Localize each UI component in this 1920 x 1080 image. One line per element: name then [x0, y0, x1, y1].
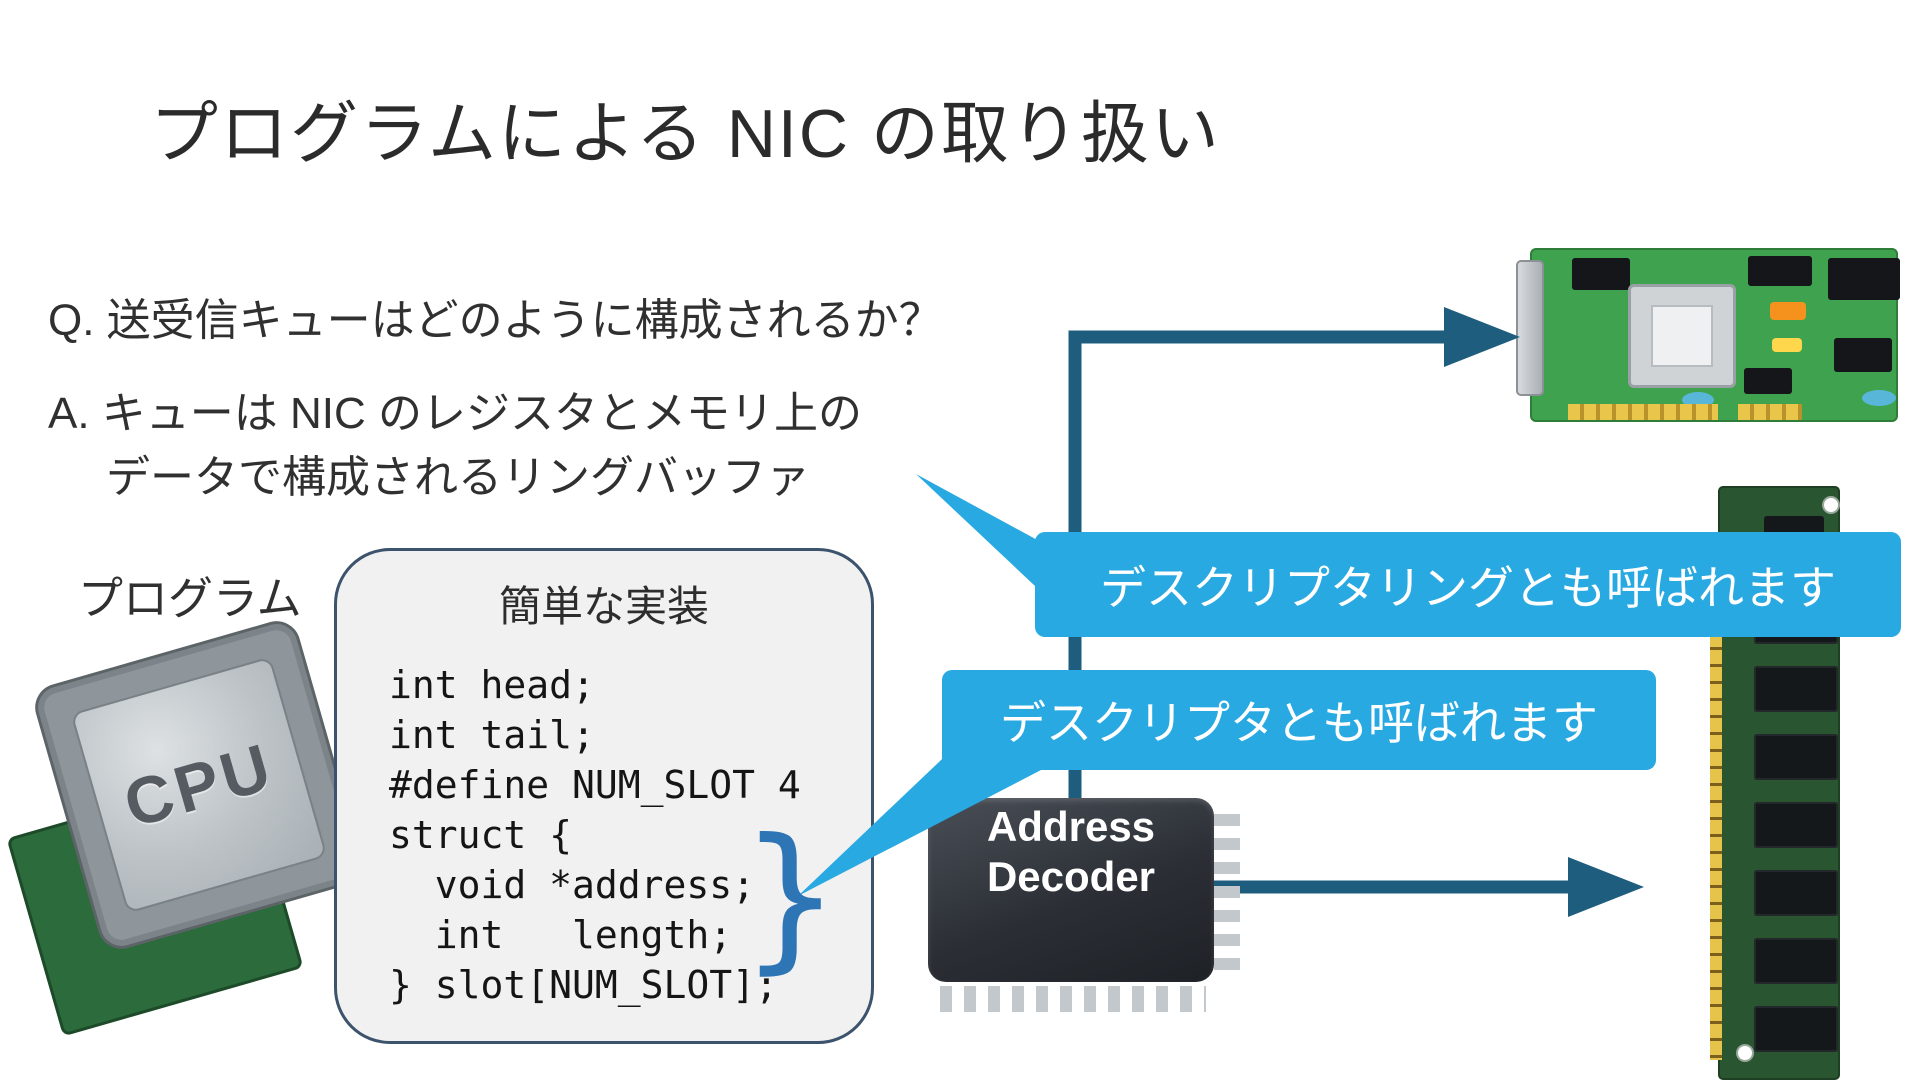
nic-ic-chip: [1744, 368, 1792, 394]
nic-edge-connector: [1738, 404, 1802, 420]
code-line: int head;: [389, 663, 595, 707]
chip-pins-icon: [940, 986, 1206, 1012]
bubble-title: 簡単な実装: [498, 583, 709, 630]
answer-line-1: A. キューは NIC のレジスタとメモリ上の: [48, 389, 863, 438]
callout-descriptor-tail-icon: [798, 742, 1095, 896]
nic-controller-chip: [1628, 284, 1736, 388]
code-line: int length;: [389, 913, 733, 957]
code-line: void *address;: [389, 863, 756, 907]
nic-pcb-board: [1530, 248, 1900, 422]
nic-bracket: [1516, 260, 1544, 396]
address-decoder-chip: Address Decoder: [928, 798, 1240, 1012]
slot-brace-icon: }: [740, 805, 841, 989]
nic-card-illustration: [1516, 248, 1900, 436]
nic-arrow-line: [1068, 330, 1446, 812]
ram-mount-hole: [1822, 496, 1840, 514]
code-bubble: 簡単な実装 int head; int tail; #define NUM_SL…: [334, 548, 874, 1044]
ram-chip: [1754, 734, 1838, 780]
nic-ic-chip: [1834, 338, 1892, 372]
nic-capacitor: [1772, 338, 1802, 352]
ram-chip: [1754, 1006, 1838, 1052]
address-decoder-label: Address Decoder: [928, 802, 1214, 902]
code-line: #define NUM_SLOT 4: [389, 763, 801, 807]
answer-line-2: データで構成されるリングバッファ: [106, 453, 810, 502]
ram-chip: [1754, 666, 1838, 712]
ram-arrowhead-icon: [1568, 857, 1644, 917]
chip-pins-icon: [1214, 814, 1240, 976]
nic-capacitor: [1770, 302, 1806, 320]
ram-mount-hole: [1736, 1044, 1754, 1062]
chip-body: Address Decoder: [928, 798, 1214, 982]
slide-title: プログラムによる NIC の取り扱い: [150, 96, 1221, 172]
nic-capacitor: [1862, 390, 1896, 406]
code-line: int tail;: [389, 713, 595, 757]
ram-chip: [1754, 802, 1838, 848]
nic-controller-face: [1651, 305, 1713, 367]
program-label: プログラム: [78, 573, 302, 624]
callout-ring-tail-icon: [916, 474, 1052, 602]
callout-descriptor-ring: デスクリプタリングとも呼ばれます: [1035, 532, 1901, 637]
ram-edge-connector: [1710, 582, 1722, 1060]
answer-text: A. キューは NIC のレジスタとメモリ上の データで構成されるリングバッファ: [48, 382, 862, 510]
callout-descriptor: デスクリプタとも呼ばれます: [942, 670, 1656, 770]
nic-ic-chip: [1828, 258, 1900, 300]
code-block: int head; int tail; #define NUM_SLOT 4 s…: [389, 660, 871, 1010]
ram-chip: [1754, 870, 1838, 916]
nic-arrowhead-icon: [1444, 307, 1520, 367]
code-line: struct {: [389, 813, 573, 857]
nic-ic-chip: [1748, 256, 1812, 286]
address-decoder-line-2: Decoder: [986, 853, 1156, 900]
question-text: Q. 送受信キューはどのように構成されるか？: [48, 296, 943, 345]
nic-edge-connector: [1568, 404, 1718, 420]
code-line: } slot[NUM_SLOT];: [389, 963, 778, 1007]
nic-ic-chip: [1572, 258, 1630, 290]
ram-chip: [1754, 938, 1838, 984]
address-decoder-line-1: Address: [986, 803, 1156, 850]
